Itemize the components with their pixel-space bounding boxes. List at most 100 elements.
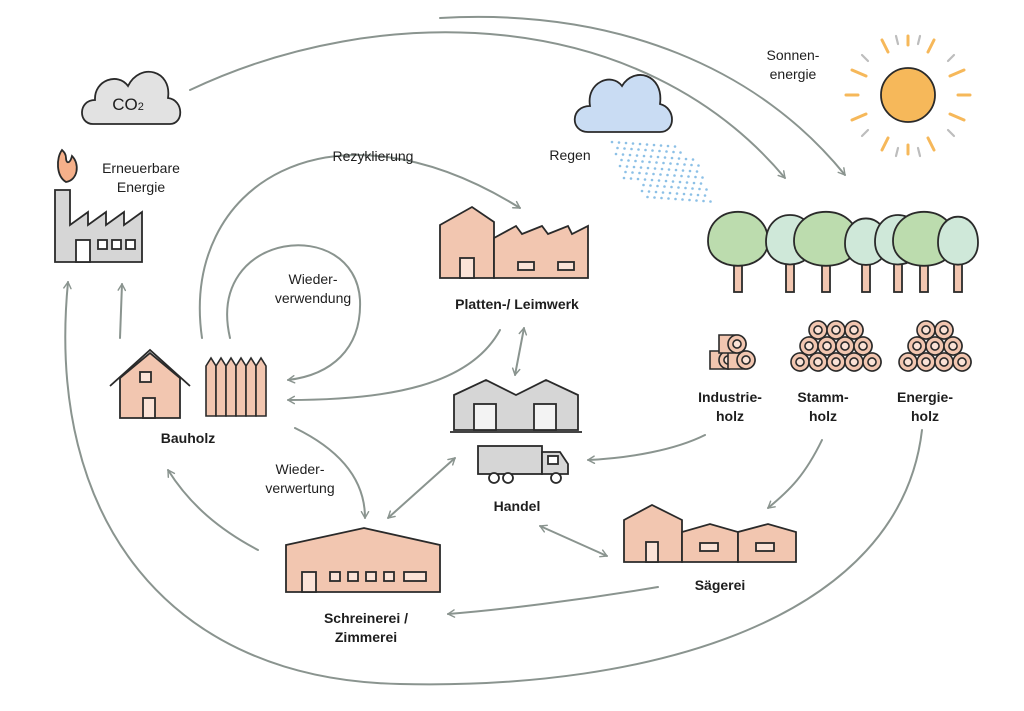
log-icon [934, 320, 954, 340]
log-icon [907, 336, 927, 356]
rain-drop-icon [685, 181, 689, 184]
label-stammholz-line1: Stamm- [797, 389, 849, 405]
rain-drop-icon [621, 153, 625, 156]
label-schreinerei-line1: Schreinerei / [323, 610, 409, 626]
rain-drop-icon [646, 166, 650, 170]
rain-drop-icon [645, 143, 649, 146]
forest-icon [707, 210, 979, 293]
rain-drop-icon [631, 142, 635, 145]
sun-icon [844, 34, 972, 158]
rain-drop-icon [634, 159, 637, 163]
rain-drop-icon [632, 165, 636, 169]
rain-drop-icon [701, 176, 704, 179]
rain-drop-icon [696, 193, 700, 197]
stammholz-icon [790, 320, 882, 372]
rain-drop-icon [695, 170, 699, 173]
rain-drop-icon [654, 190, 658, 194]
log-icon [952, 352, 972, 372]
rain-drop-icon [624, 141, 628, 145]
house-icon [109, 348, 191, 419]
label-wiederverwertung-line1: Wieder- [275, 461, 325, 477]
log-icon [799, 336, 819, 356]
rain-drop-icon [659, 144, 663, 147]
rain-drop-icon [703, 194, 707, 197]
rain-drop-icon [610, 140, 614, 144]
label-erneuerbare-energie: Erneuerbare Energie [96, 159, 186, 197]
rain-drop-icon [699, 182, 703, 185]
rain-drop-icon [684, 157, 688, 161]
rain-drop-icon [649, 184, 652, 187]
label-sonnenenergie-line2: energie [769, 66, 817, 82]
arrow-saegerei-to-schreinerei [447, 586, 659, 618]
arrow-handel-saegerei [539, 524, 608, 558]
rain-drop-icon [682, 192, 686, 196]
arrow-co2-to-forest-1 [189, 31, 786, 179]
rain-drop-icon [679, 151, 682, 154]
arrow-industrieholz-to-handel [587, 434, 706, 465]
label-wiederverwertung: Wieder- verwertung [250, 460, 350, 498]
label-saegerei: Sägerei [694, 577, 746, 593]
rain-drop-icon [673, 174, 676, 177]
rain-drop-icon [637, 148, 640, 151]
fence-icon [205, 356, 267, 417]
arrow-schreinerei-to-bauholz [167, 469, 259, 551]
rain-drop-icon [664, 179, 668, 183]
rain-drop-icon [673, 145, 677, 148]
rain-drop-icon [668, 191, 672, 195]
label-bauholz: Bauholz [160, 430, 216, 446]
log-icon [790, 352, 810, 372]
arrow-bauholz-to-energie [117, 283, 127, 339]
rain-drop-icon [660, 167, 664, 171]
label-handel: Handel [493, 498, 541, 514]
label-stammholz-line2: holz [809, 408, 837, 424]
rain-drop-icon [635, 154, 639, 157]
label-platten-leimwerk: Platten-/ Leimwerk [455, 296, 579, 312]
log-icon [925, 336, 945, 356]
log-icon [727, 350, 756, 370]
rain-drop-icon [666, 144, 670, 148]
rain-drop-icon [690, 163, 693, 167]
rain-drop-icon [630, 147, 633, 151]
rain-drop-icon [638, 171, 641, 175]
log-icon [817, 336, 837, 356]
rain-drop-icon [616, 146, 619, 150]
rain-drop-icon [631, 171, 634, 174]
log-icon [916, 352, 936, 372]
log-icon [808, 352, 828, 372]
label-industrieholz: Industrie- holz [690, 388, 770, 426]
rain-drop-icon [622, 176, 626, 180]
rain-drop-icon [672, 150, 675, 154]
rain-drop-icon [694, 175, 697, 179]
rain-drop-icon [623, 147, 626, 150]
rain-drop-icon [687, 175, 690, 178]
label-energieholz: Energie- holz [890, 388, 960, 426]
label-industrieholz-line1: Industrie- [698, 389, 762, 405]
rain-drop-icon [670, 156, 674, 160]
label-sonnenenergie-line1: Sonnen- [766, 47, 820, 63]
rain-drop-icon [653, 167, 657, 170]
warehouse-icon [450, 379, 582, 433]
rain-drop-icon [653, 196, 656, 199]
arrow-stammholz-to-saegerei [767, 439, 823, 509]
rain-drop-icon [663, 185, 666, 188]
rain-drop-icon [692, 181, 696, 185]
rain-drop-icon [657, 179, 661, 182]
rain-drop-icon [671, 180, 675, 183]
label-stammholz: Stamm- holz [788, 388, 858, 426]
arrow-rezyklierung [199, 154, 521, 339]
rain-drop-icon [645, 172, 648, 175]
label-wiederverwendung: Wieder- verwendung [258, 270, 368, 308]
tree-icon [707, 210, 769, 293]
co2-cloud-icon [81, 70, 182, 125]
sawmill-icon [623, 503, 797, 563]
rain-drop-icon [666, 173, 669, 177]
rain-drop-icon [688, 169, 692, 173]
rain-drop-icon [697, 164, 700, 167]
rain-drop-icon [642, 154, 646, 158]
rain-drop-icon [705, 188, 708, 191]
power-plant-icon [54, 148, 143, 263]
rain-drop-icon [695, 199, 698, 202]
rain-drop-icon [688, 198, 691, 202]
rain-drop-icon [684, 186, 687, 190]
rain-drop-icon [642, 183, 645, 187]
